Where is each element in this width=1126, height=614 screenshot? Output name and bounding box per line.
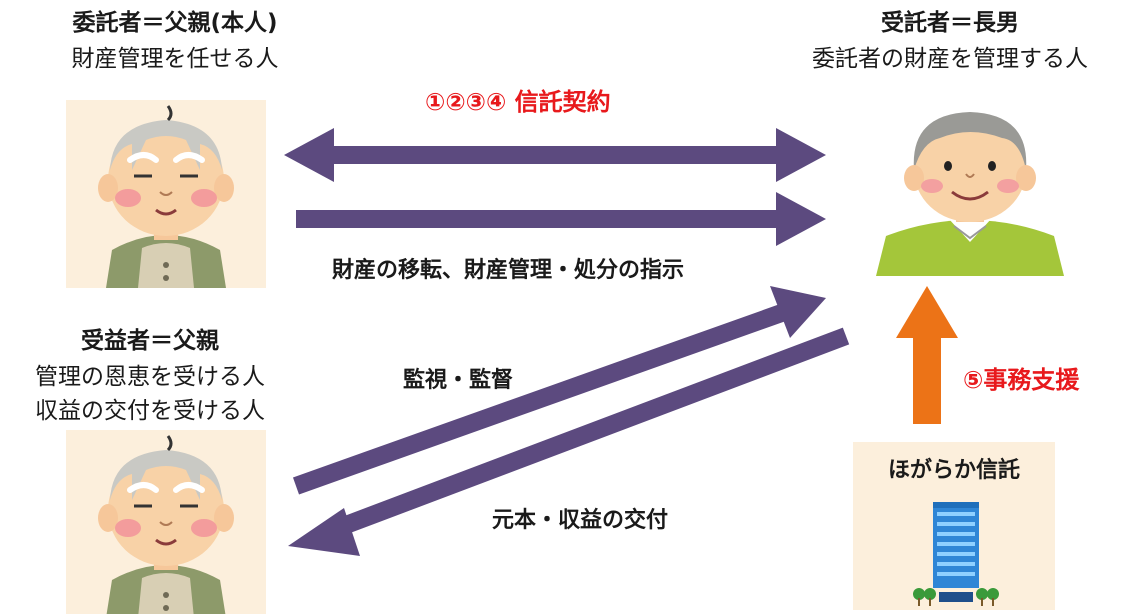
supervision-label: 監視・監督: [403, 368, 514, 393]
settlor-title: 委託者＝父親(本人): [72, 10, 278, 36]
supervision-arrow: [292, 286, 826, 495]
trustee-title: 受託者＝長男: [881, 10, 1019, 36]
contract-label: ①②③④ 信託契約: [425, 88, 611, 116]
support-arrow: [896, 286, 958, 424]
trustee-desc: 委託者の財産を管理する人: [812, 46, 1088, 72]
building-icon: [913, 502, 999, 606]
beneficiary-illustration: [66, 430, 266, 614]
settlor-illustration: [66, 100, 266, 288]
transfer-label: 財産の移転、財産管理・処分の指示: [332, 258, 685, 283]
payment-label: 元本・収益の交付: [492, 508, 669, 533]
transfer-arrow: [296, 192, 826, 246]
contract-arrow: [284, 128, 826, 182]
settlor-desc: 財産管理を任せる人: [71, 46, 279, 72]
beneficiary-title: 受益者＝父親: [81, 328, 219, 354]
trustee-illustration: [876, 112, 1064, 276]
payment-arrow: [288, 327, 850, 556]
company-name: ほがらか信託: [887, 458, 1020, 483]
beneficiary-desc-2: 収益の交付を受ける人: [35, 398, 265, 424]
support-label: ⑤事務支援: [963, 366, 1080, 394]
beneficiary-desc-1: 管理の恩恵を受ける人: [35, 364, 265, 390]
company-box: ほがらか信託: [853, 442, 1055, 610]
